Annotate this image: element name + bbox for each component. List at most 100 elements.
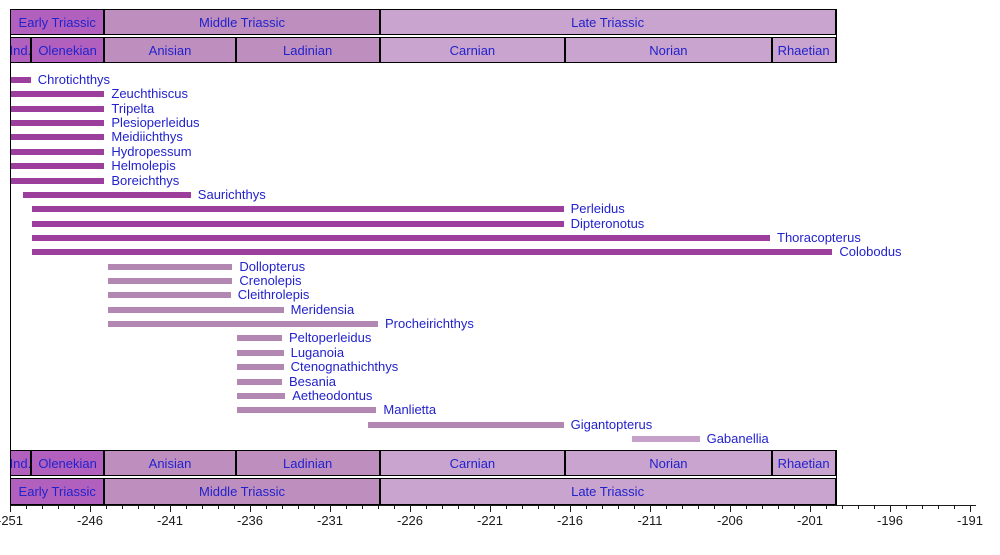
stage-band-olenekian[interactable]: Olenekian <box>30 450 105 476</box>
taxon-bar-boreichthys <box>10 178 105 184</box>
axis-minor-tick <box>874 506 875 509</box>
axis-minor-tick <box>602 506 603 509</box>
taxon-bar-plesioperleidus <box>10 120 105 126</box>
axis-minor-tick <box>138 506 139 509</box>
axis-minor-tick <box>794 506 795 509</box>
taxon-label-dipteronotus[interactable]: Dipteronotus <box>570 216 645 231</box>
stage-band-carnian[interactable]: Carnian <box>379 37 566 63</box>
taxon-label-tripelta[interactable]: Tripelta <box>111 101 155 116</box>
axis-minor-tick <box>634 506 635 509</box>
axis-major-tick <box>90 506 91 512</box>
taxon-label-gabanellia[interactable]: Gabanellia <box>706 431 769 446</box>
axis-minor-tick <box>778 506 779 509</box>
axis-major-tick <box>330 506 331 512</box>
stage-band-norian[interactable]: Norian <box>565 37 772 63</box>
stage-band-ladinian[interactable]: Ladinian <box>235 450 380 476</box>
epoch-band-late-triassic[interactable]: Late Triassic <box>379 9 836 35</box>
taxon-label-colobodus[interactable]: Colobodus <box>839 244 902 259</box>
axis-minor-tick <box>538 506 539 509</box>
axis-minor-tick <box>442 506 443 509</box>
taxon-bar-procheirichthys <box>107 321 378 327</box>
axis-minor-tick <box>106 506 107 509</box>
taxon-bar-gabanellia <box>632 436 700 442</box>
stage-band-rhaetian[interactable]: Rhaetian <box>771 450 836 476</box>
axis-major-tick <box>10 506 11 512</box>
axis-minor-tick <box>186 506 187 509</box>
taxon-bar-helmolepis <box>10 163 105 169</box>
taxon-label-cleithrolepis[interactable]: Cleithrolepis <box>237 287 310 302</box>
axis-minor-tick <box>234 506 235 509</box>
taxon-bar-besania <box>237 379 282 385</box>
taxon-bar-perleidus <box>32 206 564 212</box>
taxon-label-perleidus[interactable]: Perleidus <box>570 201 625 216</box>
stage-band-norian[interactable]: Norian <box>565 450 772 476</box>
taxon-bar-dipteronotus <box>32 221 564 227</box>
stage-band-olenekian[interactable]: Olenekian <box>30 37 105 63</box>
axis-minor-tick <box>58 506 59 509</box>
taxon-label-procheirichthys[interactable]: Procheirichthys <box>385 316 474 331</box>
taxon-bar-thoracopterus <box>32 235 770 241</box>
stage-band-carnian[interactable]: Carnian <box>379 450 566 476</box>
axis-minor-tick <box>746 506 747 509</box>
taxon-label-aetheodontus[interactable]: Aetheodontus <box>292 388 373 403</box>
epoch-band-middle-triassic[interactable]: Middle Triassic <box>104 9 380 35</box>
axis-minor-tick <box>938 506 939 509</box>
axis-minor-tick <box>714 506 715 509</box>
taxon-bar-gigantopterus <box>368 422 564 428</box>
epoch-band-early-triassic[interactable]: Early Triassic <box>10 478 105 505</box>
axis-minor-tick <box>282 506 283 509</box>
axis-minor-tick <box>666 506 667 509</box>
taxon-label-chrotichthys[interactable]: Chrotichthys <box>37 72 111 87</box>
stage-band-ind[interactable]: Ind. <box>10 450 31 476</box>
chart-left-border <box>10 9 11 505</box>
axis-minor-tick <box>506 506 507 509</box>
taxon-label-luganoia[interactable]: Luganoia <box>290 345 345 360</box>
taxon-label-gigantopterus[interactable]: Gigantopterus <box>570 417 653 432</box>
axis-minor-tick <box>474 506 475 509</box>
axis-minor-tick <box>698 506 699 509</box>
stage-band-anisian[interactable]: Anisian <box>104 450 236 476</box>
taxon-label-ctenognathichthys[interactable]: Ctenognathichthys <box>290 359 399 374</box>
taxon-bar-saurichthys <box>22 192 191 198</box>
taxon-label-hydropessum[interactable]: Hydropessum <box>111 144 192 159</box>
axis-tick-label: -196 <box>876 513 904 528</box>
axis-tick-label: -241 <box>156 513 184 528</box>
taxon-bar-hydropessum <box>10 149 105 155</box>
chart-right-border-top <box>836 9 837 63</box>
epoch-band-middle-triassic[interactable]: Middle Triassic <box>104 478 380 505</box>
axis-minor-tick <box>458 506 459 509</box>
axis-minor-tick <box>266 506 267 509</box>
taxon-label-crenolepis[interactable]: Crenolepis <box>239 273 302 288</box>
epoch-band-early-triassic[interactable]: Early Triassic <box>10 9 105 35</box>
axis-minor-tick <box>74 506 75 509</box>
taxon-label-plesioperleidus[interactable]: Plesioperleidus <box>111 115 200 130</box>
axis-major-tick <box>570 506 571 512</box>
taxon-bar-zeuchthiscus <box>10 91 105 97</box>
axis-tick-label: -221 <box>476 513 504 528</box>
taxon-label-dollopterus[interactable]: Dollopterus <box>239 259 306 274</box>
stage-band-rhaetian[interactable]: Rhaetian <box>771 37 836 63</box>
stage-band-ind[interactable]: Ind. <box>10 37 31 63</box>
taxon-label-thoracopterus[interactable]: Thoracopterus <box>777 230 861 245</box>
axis-minor-tick <box>346 506 347 509</box>
taxon-bar-crenolepis <box>107 278 233 284</box>
axis-minor-tick <box>522 506 523 509</box>
stage-band-ladinian[interactable]: Ladinian <box>235 37 380 63</box>
axis-minor-tick <box>426 506 427 509</box>
stage-band-anisian[interactable]: Anisian <box>104 37 236 63</box>
taxon-bar-peltoperleidus <box>237 335 282 341</box>
taxon-label-helmolepis[interactable]: Helmolepis <box>111 158 176 173</box>
taxon-label-boreichthys[interactable]: Boreichthys <box>111 173 180 188</box>
taxon-label-besania[interactable]: Besania <box>289 374 336 389</box>
taxon-label-manlietta[interactable]: Manlietta <box>383 402 437 417</box>
taxon-label-meridensia[interactable]: Meridensia <box>290 302 355 317</box>
taxon-label-zeuchthiscus[interactable]: Zeuchthiscus <box>111 86 188 101</box>
axis-minor-tick <box>378 506 379 509</box>
taxon-label-peltoperleidus[interactable]: Peltoperleidus <box>289 330 372 345</box>
taxon-label-saurichthys[interactable]: Saurichthys <box>197 187 266 202</box>
epoch-band-late-triassic[interactable]: Late Triassic <box>379 478 836 505</box>
taxon-label-meidiichthys[interactable]: Meidiichthys <box>111 129 183 144</box>
axis-tick-label: -246 <box>76 513 104 528</box>
axis-minor-tick <box>202 506 203 509</box>
axis-minor-tick <box>906 506 907 509</box>
